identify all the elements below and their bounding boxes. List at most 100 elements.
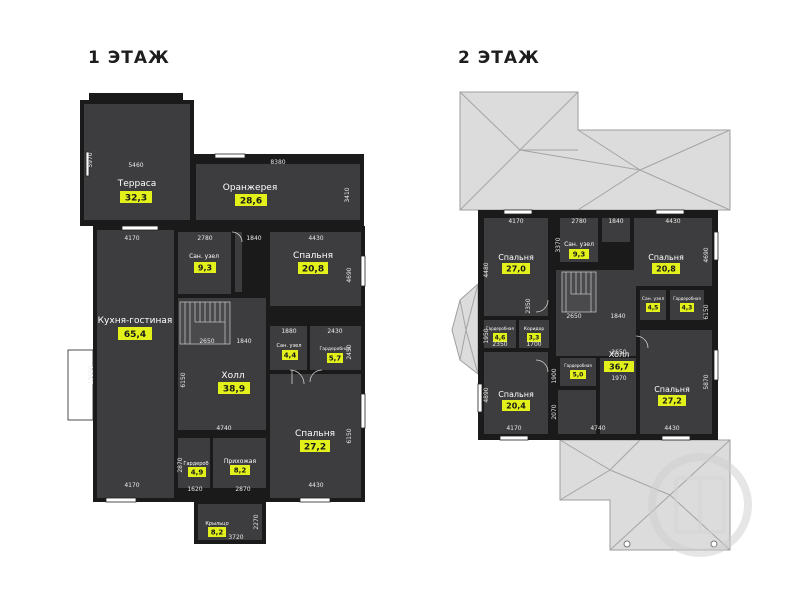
kitchen-area: 65,4: [124, 330, 146, 340]
dim-label: 2350: [492, 341, 507, 348]
dim-label: 13550: [88, 365, 95, 384]
dressingB-area-badge: [493, 333, 507, 342]
dim-label: 1620: [187, 486, 202, 493]
floor2-plan: Спальня 27,0 Сан. узел 9,3 Спальня 20,8 …: [451, 91, 731, 551]
porch-area-badge: [208, 527, 226, 537]
entry-area: 8,2: [234, 467, 247, 475]
roof-bottom: [559, 439, 731, 551]
terrace-area-badge: [120, 191, 152, 203]
floor2-title: 2 ЭТАЖ: [458, 48, 540, 68]
dressing-area-badge: [327, 353, 343, 363]
wardrobe-area-badge: [188, 467, 206, 477]
corridor-area-badge: [527, 333, 541, 342]
roof-top: [459, 91, 731, 211]
bath2-2-area-badge: [646, 303, 660, 312]
bedroom1-label: Спальня: [293, 251, 333, 261]
bath2-1-area-badge: [569, 249, 589, 259]
dim-label: 4430: [308, 482, 323, 489]
orangery-area: 28,6: [240, 197, 262, 207]
dim-label: 2270: [253, 514, 260, 529]
dressingC-area-badge: [570, 370, 586, 379]
entry-area-badge: [230, 465, 250, 475]
bedroomD-area: 27,2: [662, 397, 682, 406]
dim-label: 4430: [664, 425, 679, 432]
dim-label: 2780: [571, 218, 586, 225]
bedroomA-area: 27,0: [506, 265, 526, 274]
bedroomC-label: Спальня: [498, 390, 534, 399]
dim-label: 2350: [525, 298, 532, 313]
bedroom1-area: 20,8: [302, 265, 324, 275]
dim-label: 2650: [199, 338, 214, 345]
dim-label: 4430: [665, 218, 680, 225]
bay-left: [451, 282, 479, 376]
dim-label: 4740: [216, 425, 231, 432]
bedroom2-label: Спальня: [295, 429, 335, 439]
orangery-label: Оранжерея: [223, 183, 278, 193]
dim-label: 2870: [235, 486, 250, 493]
dim-label: 4170: [508, 218, 523, 225]
dim-label: 6150: [346, 428, 353, 443]
hall2-label: Холл: [609, 350, 630, 359]
dim-label: 4690: [346, 267, 353, 282]
dim-label: 1700: [526, 341, 541, 348]
dim-label: 4170: [124, 482, 139, 489]
orangery-area-badge: [235, 194, 267, 206]
dim-label: 1840: [608, 218, 623, 225]
dim-label: 2870: [177, 457, 184, 472]
bedroom2-area: 27,2: [304, 443, 326, 453]
entry-label: Прихожая: [224, 458, 257, 465]
hall1-area: 38,9: [223, 385, 245, 395]
dim-label: 6150: [180, 372, 187, 387]
dim-label: 5870: [703, 374, 710, 389]
kitchen-label: Кухня-гостиная: [98, 316, 173, 326]
dressingA-area: 4,3: [682, 305, 693, 312]
dressingC-label: Гардеробная: [564, 363, 592, 368]
dim-label: 8380: [270, 159, 285, 166]
dim-label: 3410: [344, 187, 351, 202]
dressingA-label: Гардеробная: [673, 296, 701, 301]
bedroomB-area-badge: [652, 263, 680, 274]
dim-label: 4690: [703, 247, 710, 262]
dim-label: 1840: [236, 338, 251, 345]
dim-label: 2650: [566, 313, 581, 320]
dim-label: 4170: [506, 425, 521, 432]
corridor-label: Коридор: [524, 326, 545, 332]
bedroom1-area-badge: [298, 262, 328, 274]
dim-label: 4430: [308, 235, 323, 242]
terrace-area: 32,3: [125, 194, 147, 204]
dressingB-label: Гардеробная: [486, 326, 514, 331]
dressingA-area-badge: [680, 303, 694, 312]
bedroomA-label: Спальня: [498, 253, 534, 262]
dim-label: 1950: [483, 328, 490, 343]
bath2-2-area: 4,5: [648, 305, 659, 312]
bedroomD-area-badge: [658, 395, 686, 406]
dim-label: 1900: [551, 368, 558, 383]
bedroomA-area-badge: [502, 263, 530, 274]
dim-label: 3720: [228, 534, 243, 541]
dim-label: 1840: [246, 235, 261, 242]
porch-area: 8,2: [211, 529, 224, 537]
dressingC-area: 5,0: [573, 372, 584, 379]
bedroomC-area-badge: [502, 400, 530, 411]
dim-label: 2070: [551, 404, 558, 419]
kitchen-area-badge: [118, 327, 152, 340]
hall2-area-badge: [604, 361, 634, 372]
dim-label: 2780: [197, 235, 212, 242]
dim-label: 5970: [87, 152, 94, 167]
bath2-1-label: Сан. узел: [564, 241, 594, 248]
dressingB-area: 4,6: [495, 335, 506, 342]
bedroomC-area: 20,4: [506, 402, 526, 411]
dim-label: 2430: [327, 328, 342, 335]
dressing-label: Гардеробная: [319, 346, 350, 352]
bath1-area-badge: [194, 262, 216, 273]
bedroomB-area: 20,8: [656, 265, 676, 274]
corridor-area: 3,3: [529, 335, 540, 342]
bath2-area: 4,4: [284, 352, 297, 360]
dim-label: 6150: [703, 304, 710, 319]
dim-label: 1880: [281, 328, 296, 335]
bedroomB-label: Спальня: [648, 253, 684, 262]
hall1-area-badge: [218, 382, 250, 394]
floor1-title: 1 ЭТАЖ: [88, 48, 170, 68]
bath2-1-area: 9,3: [573, 251, 586, 259]
